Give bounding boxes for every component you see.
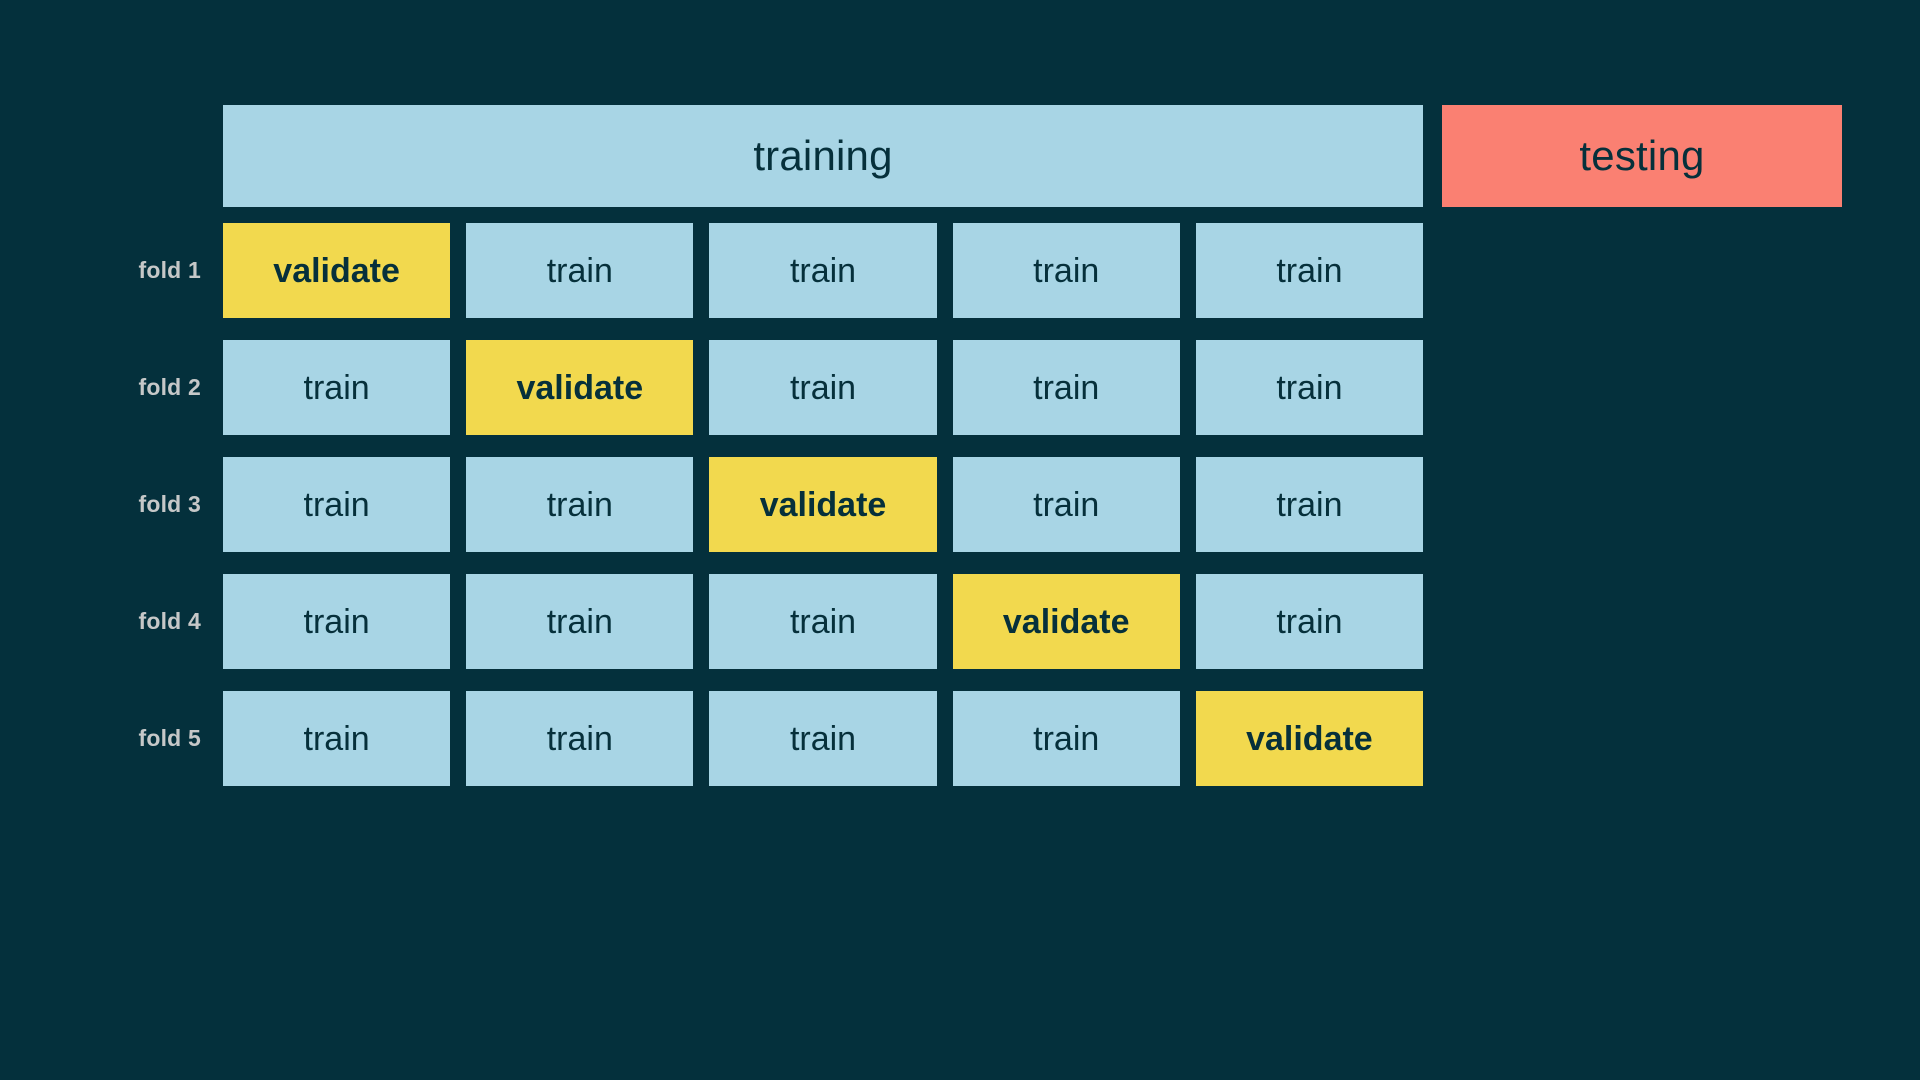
fold-4-split-3-train: train <box>709 574 937 669</box>
fold-4-split-2-train: train <box>466 574 694 669</box>
fold-1-split-1-validate: validate <box>223 223 451 318</box>
fold-label-5: fold 5 <box>138 725 201 751</box>
fold-5-split-3-train: train <box>709 691 937 786</box>
fold-label-2: fold 2 <box>138 374 201 400</box>
fold-5-split-1-train: train <box>223 691 451 786</box>
fold-3-split-5-train: train <box>1195 457 1424 552</box>
fold-2-split-5-train: train <box>1195 340 1424 435</box>
fold-grid: fold 1 validate train train train train … <box>138 223 1424 786</box>
fold-2-split-1-train: train <box>223 340 451 435</box>
fold-4-split-4-validate: validate <box>952 574 1180 669</box>
testing-label: testing <box>1579 132 1705 179</box>
fold-1-split-5-train: train <box>1195 223 1424 318</box>
fold-1-split-4-train: train <box>952 223 1180 318</box>
testing-bar: testing <box>1442 105 1842 207</box>
fold-3-split-3-validate: validate <box>709 457 937 552</box>
fold-label-1: fold 1 <box>138 257 201 283</box>
fold-3-split-4-train: train <box>952 457 1180 552</box>
fold-4-split-5-train: train <box>1195 574 1424 669</box>
fold-2-split-3-train: train <box>709 340 937 435</box>
fold-row-2: fold 2 train validate train train train <box>138 340 1424 435</box>
fold-label-3: fold 3 <box>138 491 201 517</box>
training-bar: training <box>223 105 1423 207</box>
fold-2-split-4-train: train <box>952 340 1180 435</box>
fold-1-split-2-train: train <box>466 223 694 318</box>
fold-4-split-1-train: train <box>223 574 451 669</box>
fold-5-split-4-train: train <box>952 691 1180 786</box>
fold-1-split-3-train: train <box>709 223 937 318</box>
fold-row-1: fold 1 validate train train train train <box>138 223 1424 318</box>
fold-row-4: fold 4 train train train validate train <box>138 574 1424 669</box>
fold-row-3: fold 3 train train validate train train <box>138 457 1424 552</box>
fold-row-5: fold 5 train train train train validate <box>138 691 1424 786</box>
fold-5-split-2-train: train <box>466 691 694 786</box>
fold-3-split-2-train: train <box>466 457 694 552</box>
fold-label-4: fold 4 <box>138 608 201 634</box>
fold-3-split-1-train: train <box>223 457 451 552</box>
fold-5-split-5-validate: validate <box>1195 691 1424 786</box>
fold-2-split-2-validate: validate <box>466 340 694 435</box>
training-label: training <box>753 132 893 179</box>
